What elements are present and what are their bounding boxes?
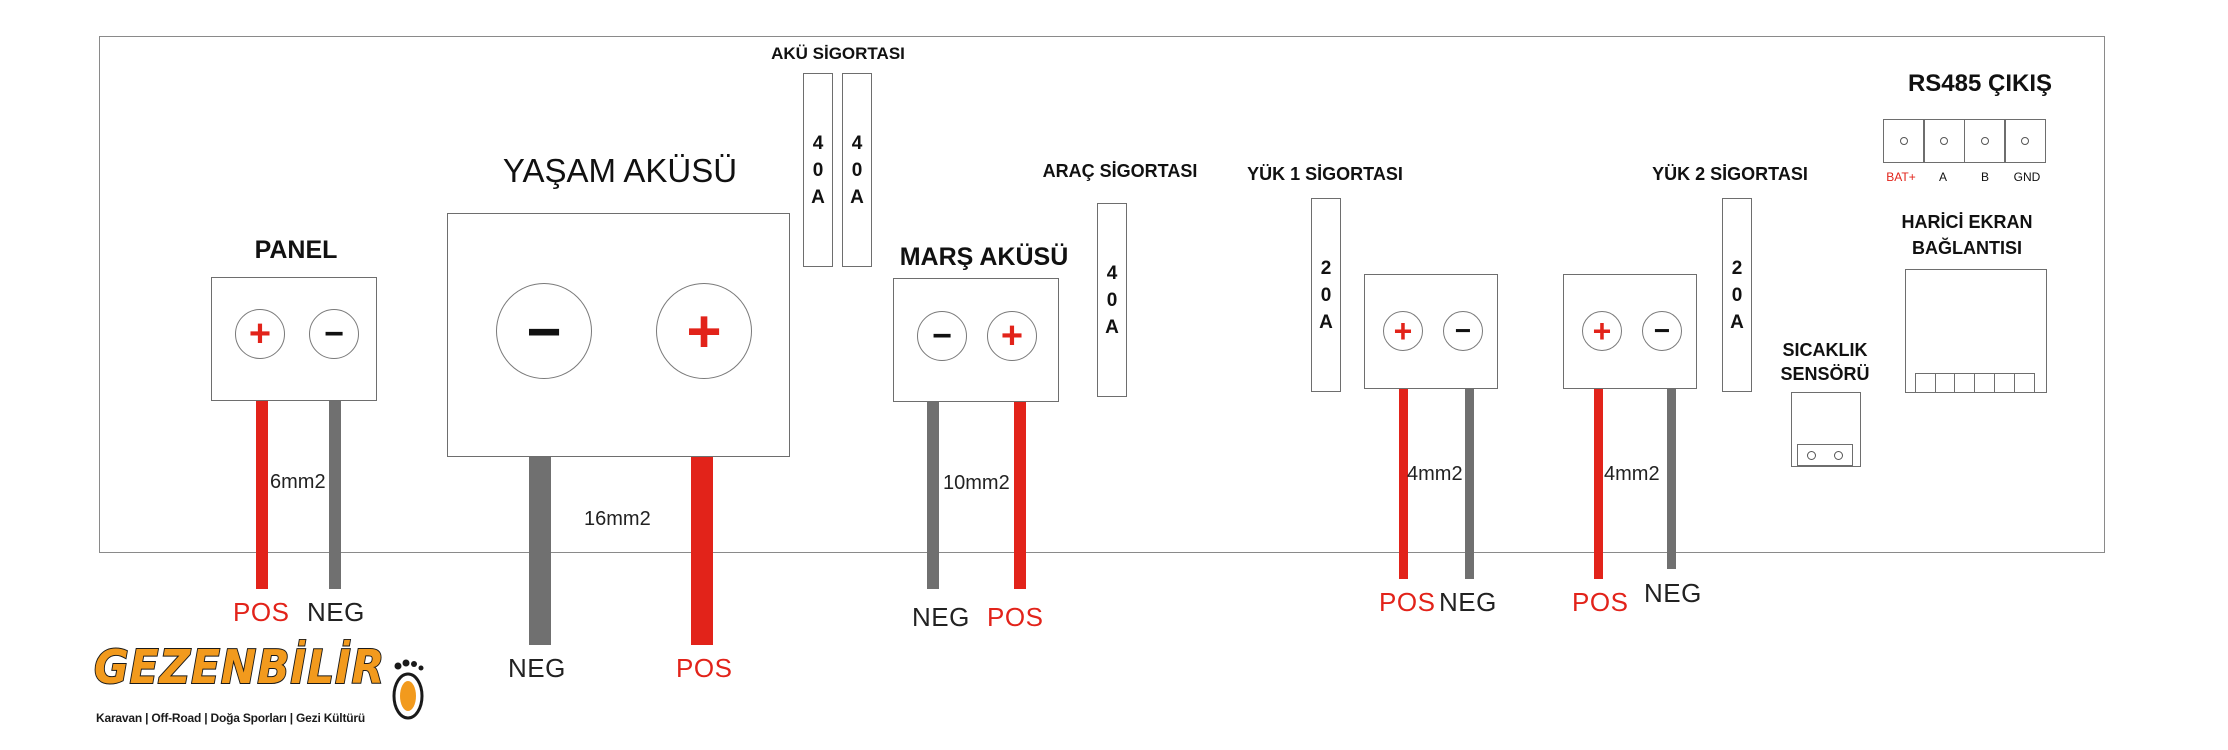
panel-wire-gauge: 6mm2	[270, 471, 326, 493]
panel-neg-label: NEG	[307, 597, 365, 627]
logo-wordmark: GEZENBİLİR	[93, 639, 386, 695]
sicaklik-title: SICAKLIK SENSÖRÜ	[1770, 338, 1880, 386]
yasam-pos-label: POS	[676, 653, 733, 683]
enclosure-outline	[99, 36, 2105, 553]
yuk1-fuse[interactable]: 2 0 A	[1311, 198, 1341, 392]
yuk2-fuse-char: A	[1730, 311, 1744, 333]
sicaklik-title-line1: SICAKLIK	[1782, 340, 1868, 360]
mars-akusu-title: MARŞ AKÜSÜ	[899, 243, 1069, 271]
yuk2-neg-label: NEG	[1644, 578, 1702, 608]
rs485-label-bat: BAT+	[1886, 170, 1916, 184]
mars-pos-label: POS	[987, 602, 1044, 632]
yasam-akusu-title: YAŞAM AKÜSÜ	[502, 152, 738, 189]
yuk1-fuse-char: 0	[1320, 284, 1332, 306]
yuk1-fuse-char: 2	[1320, 257, 1332, 279]
yasam-negative-terminal[interactable]: −	[496, 283, 592, 379]
rs485-pin-bat-dot	[1899, 137, 1908, 145]
aku-fuse-2[interactable]: 4 0 A	[842, 73, 872, 267]
yuk1-positive-wire	[1399, 389, 1408, 579]
display-pin-header	[1914, 373, 2035, 393]
mars-negative-terminal[interactable]: −	[917, 311, 967, 361]
mars-positive-wire	[1014, 402, 1026, 589]
aku-fuse-2-char: 0	[851, 159, 863, 181]
sicaklik-title-line2: SENSÖRÜ	[1780, 364, 1870, 384]
sensor-pin-2	[1834, 450, 1843, 460]
yasam-positive-terminal[interactable]: +	[656, 283, 752, 379]
yuk2-sigortasi-title: YÜK 2 SİGORTASI	[1652, 164, 1808, 184]
arac-fuse-char: 4	[1106, 262, 1118, 284]
display-pin	[1974, 373, 1996, 393]
rs485-pin-b	[1963, 119, 2006, 163]
panel-negative-wire	[329, 401, 341, 589]
display-pin	[1914, 373, 1936, 393]
gezenbilir-logo: GEZENBİLİR Karavan | Off-Road | Doğa Spo…	[93, 639, 434, 740]
aku-fuse-1-char: 0	[812, 159, 824, 181]
rs485-pin-labels: BAT+ A B GND	[1880, 170, 2048, 184]
harici-ekran-line2: BAĞLANTISI	[1912, 238, 2022, 258]
harici-ekran-line1: HARİCİ EKRAN	[1901, 212, 2033, 232]
external-display-connector[interactable]	[1905, 269, 2047, 393]
panel-pos-label: POS	[233, 597, 290, 627]
display-pin	[1934, 373, 1956, 393]
yuk1-negative-wire	[1465, 389, 1474, 579]
arac-fuse-char: 0	[1106, 289, 1118, 311]
mars-neg-label: NEG	[912, 602, 970, 632]
aku-fuse-1[interactable]: 4 0 A	[803, 73, 833, 267]
yuk1-negative-terminal[interactable]: −	[1443, 311, 1483, 351]
yuk1-fuse-char: A	[1319, 311, 1333, 333]
rs485-label-b: B	[1980, 170, 1989, 184]
yuk1-sigortasi-title: YÜK 1 SİGORTASI	[1247, 164, 1403, 184]
mars-positive-terminal[interactable]: +	[987, 311, 1037, 361]
panel-negative-terminal[interactable]: −	[309, 309, 359, 359]
rs485-pin-gnd	[2004, 119, 2046, 163]
sensor-pin-header	[1797, 444, 1853, 466]
display-pin	[1994, 373, 2016, 393]
panel-positive-terminal[interactable]: +	[235, 309, 285, 359]
panel-positive-wire	[256, 401, 268, 589]
aku-fuse-1-char: 4	[812, 132, 824, 154]
yuk1-positive-terminal[interactable]: +	[1383, 311, 1423, 351]
rs485-pin-gnd-dot	[2021, 137, 2029, 145]
mars-wire-gauge: 10mm2	[943, 472, 1010, 494]
aku-fuse-2-char: A	[850, 186, 864, 208]
yuk2-negative-wire	[1667, 389, 1676, 569]
aku-fuse-1-char: A	[811, 186, 825, 208]
yuk1-pos-label: POS	[1379, 587, 1436, 617]
panel-title: PANEL	[254, 236, 338, 264]
rs485-pin-a	[1923, 119, 1965, 163]
yuk2-fuse[interactable]: 2 0 A	[1722, 198, 1752, 392]
aku-fuse-2-char: 4	[851, 132, 863, 154]
yuk2-negative-terminal[interactable]: −	[1642, 311, 1682, 351]
display-pin	[1954, 373, 1976, 393]
arac-fuse[interactable]: 4 0 A	[1097, 203, 1127, 397]
yasam-positive-wire	[691, 457, 713, 645]
footprint-icon	[392, 659, 424, 720]
yuk1-neg-label: NEG	[1439, 587, 1497, 617]
sensor-pin-1	[1807, 450, 1816, 460]
mars-negative-wire	[927, 402, 939, 589]
yuk2-wire-gauge: 4mm2	[1604, 463, 1660, 485]
yasam-wire-gauge: 16mm2	[584, 508, 651, 530]
display-pin	[2013, 373, 2035, 393]
rs485-pin-b-dot	[1980, 137, 1989, 145]
aku-sigortasi-title: AKÜ SİGORTASI	[771, 44, 905, 63]
yuk2-fuse-char: 2	[1731, 257, 1743, 279]
yasam-negative-wire	[529, 457, 551, 645]
yasam-neg-label: NEG	[508, 653, 566, 683]
rs485-pin-bat	[1882, 119, 1925, 163]
yuk2-fuse-char: 0	[1731, 284, 1743, 306]
rs485-connector[interactable]	[1882, 119, 2046, 163]
yuk2-pos-label: POS	[1572, 587, 1629, 617]
arac-sigortasi-title: ARAÇ SİGORTASI	[1042, 161, 1198, 181]
harici-ekran-title: HARİCİ EKRAN BAĞLANTISI	[1887, 209, 2047, 261]
yuk1-wire-gauge: 4mm2	[1407, 463, 1463, 485]
rs485-pin-a-dot	[1940, 137, 1948, 145]
rs485-label-a: A	[1938, 170, 1947, 184]
rs485-title: RS485 ÇIKIŞ	[1907, 70, 2053, 97]
yuk2-positive-terminal[interactable]: +	[1582, 311, 1622, 351]
rs485-label-gnd: GND	[2013, 170, 2041, 184]
yuk2-positive-wire	[1594, 389, 1603, 579]
arac-fuse-char: A	[1105, 316, 1119, 338]
logo-tagline: Karavan | Off-Road | Doğa Sporları | Gez…	[96, 711, 365, 725]
